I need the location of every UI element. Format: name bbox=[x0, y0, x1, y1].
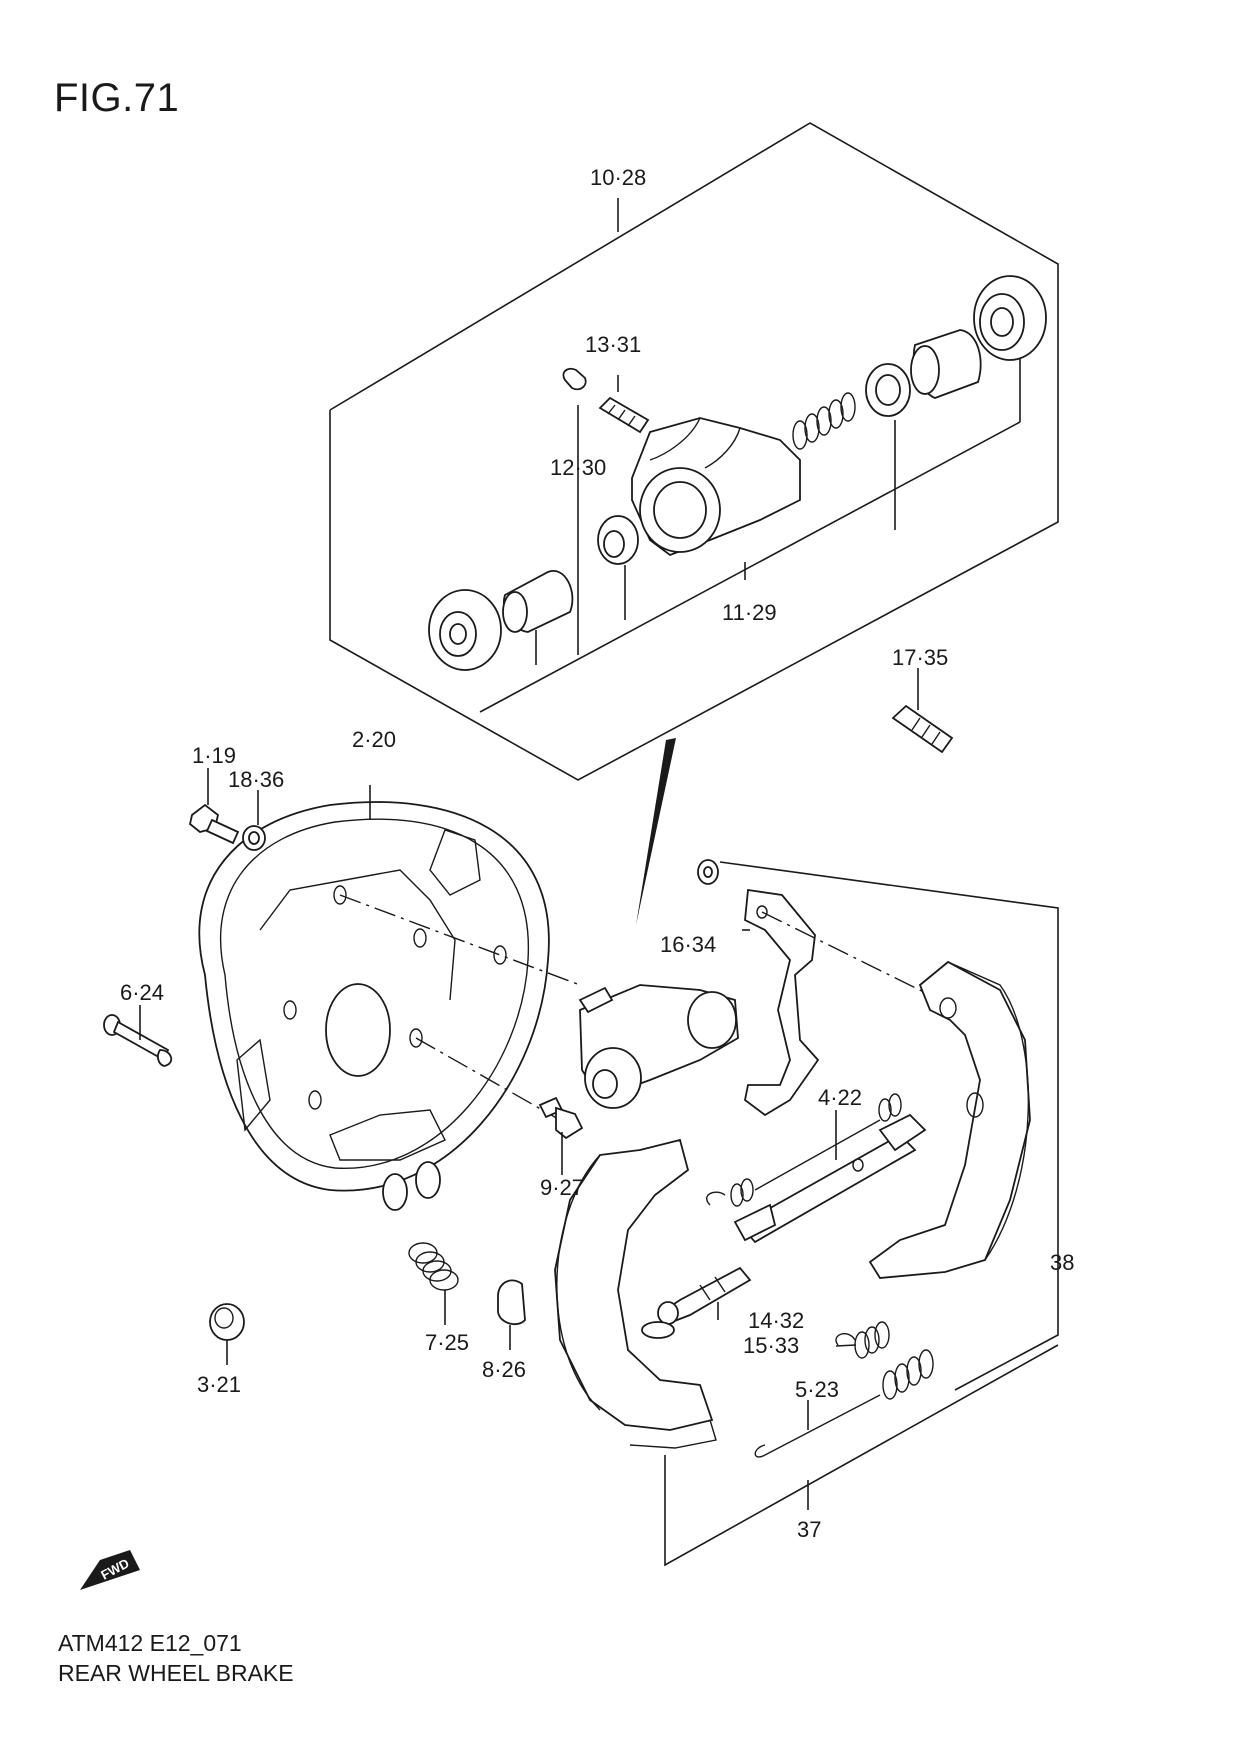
callout-11-29: 11·29 bbox=[722, 600, 777, 625]
brake-shoe-front[interactable] bbox=[554, 1138, 717, 1449]
callout-18-36: 18·36 bbox=[228, 767, 284, 792]
washer-18[interactable] bbox=[242, 790, 266, 851]
callout-2-20: 2·20 bbox=[352, 727, 396, 752]
figure-title: FIG.71 bbox=[54, 76, 180, 120]
callout-37: 37 bbox=[797, 1517, 821, 1542]
footer-figure-name: REAR WHEEL BRAKE bbox=[58, 1660, 294, 1686]
plug-3[interactable] bbox=[209, 1303, 245, 1365]
assembly-pointer-arrow bbox=[636, 738, 676, 925]
wheel-cylinder-kit-frame bbox=[329, 122, 1059, 781]
parking-brake-lever[interactable] bbox=[742, 888, 820, 1117]
lower-return-spring[interactable] bbox=[754, 1349, 934, 1458]
fwd-direction-badge: FWD bbox=[80, 1550, 140, 1590]
bleeder-plug[interactable] bbox=[562, 367, 587, 391]
cylinder-cup-left[interactable] bbox=[597, 515, 639, 565]
kit-leader-lines bbox=[535, 375, 896, 665]
bleeder-screw-17[interactable] bbox=[891, 668, 954, 754]
callout-38: 38 bbox=[1050, 1250, 1074, 1275]
bolt-1[interactable] bbox=[188, 768, 240, 845]
parking-brake-strut[interactable] bbox=[733, 1113, 927, 1244]
callout-14-32: 14·32 bbox=[748, 1308, 804, 1333]
mount-axis-line-upper bbox=[339, 894, 581, 986]
callout-15-33: 15·33 bbox=[743, 1333, 799, 1358]
callout-6-24: 6·24 bbox=[120, 980, 164, 1005]
footer-figure-code: ATM412 E12_071 bbox=[58, 1630, 242, 1656]
brake-shoe-rear[interactable] bbox=[868, 960, 1031, 1279]
callout-12-30: 12·30 bbox=[550, 455, 606, 480]
hold-down-spring[interactable] bbox=[408, 1242, 459, 1325]
wheel-cylinder-body[interactable] bbox=[631, 417, 801, 557]
callout-4-22: 4·22 bbox=[818, 1085, 862, 1110]
callout-17-35: 17·35 bbox=[892, 645, 948, 670]
cylinder-piston-left[interactable] bbox=[502, 569, 574, 633]
wheel-cylinder-assembled[interactable] bbox=[578, 984, 739, 1109]
callout-8-26: 8·26 bbox=[482, 1357, 526, 1382]
mount-axis-line-lower bbox=[415, 1037, 561, 1121]
bolt-9[interactable] bbox=[538, 1096, 584, 1175]
leader-15 bbox=[835, 1344, 857, 1347]
cylinder-piston-right[interactable] bbox=[910, 329, 982, 399]
shoe-set-37-bracket bbox=[664, 1344, 1059, 1567]
hold-down-cup[interactable] bbox=[497, 1279, 526, 1350]
brake-backing-plate[interactable] bbox=[198, 785, 550, 1211]
cylinder-cup-right[interactable] bbox=[865, 363, 911, 417]
upper-return-spring[interactable] bbox=[706, 1093, 902, 1207]
callout-10-28: 10·28 bbox=[590, 165, 646, 190]
callout-16-34: 16·34 bbox=[660, 932, 716, 957]
bleeder-screw[interactable] bbox=[598, 396, 650, 434]
dust-boot-right[interactable] bbox=[973, 275, 1047, 361]
callout-13-31: 13·31 bbox=[585, 332, 641, 357]
callout-1-19: 1·19 bbox=[192, 743, 236, 768]
callout-5-23: 5·23 bbox=[795, 1377, 839, 1402]
callout-3-21: 3·21 bbox=[197, 1372, 241, 1397]
shoe-hold-down-pin[interactable] bbox=[103, 1005, 173, 1067]
lever-washer[interactable] bbox=[697, 859, 719, 885]
cylinder-spring[interactable] bbox=[792, 392, 856, 450]
callout-9-27: 9·27 bbox=[540, 1175, 584, 1200]
dust-boot-left[interactable] bbox=[428, 589, 502, 671]
shoe-adjuster[interactable] bbox=[641, 1266, 752, 1339]
adjuster-spring[interactable] bbox=[835, 1321, 890, 1359]
callout-7-25: 7·25 bbox=[425, 1330, 469, 1355]
shoe-set-38-bracket bbox=[719, 861, 1059, 1391]
lever-axis-line bbox=[761, 911, 941, 1001]
